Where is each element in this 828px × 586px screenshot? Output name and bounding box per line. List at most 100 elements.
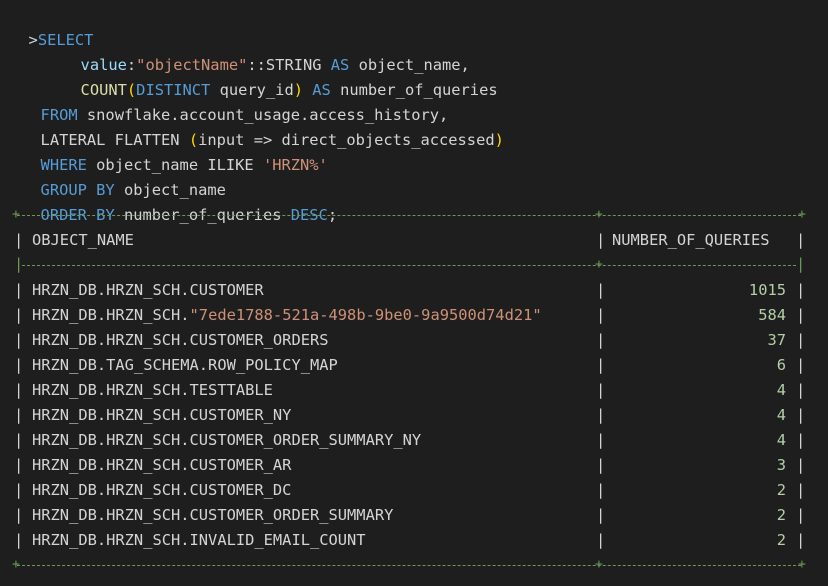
cell-object-name: HRZN_DB.TAG_SCHEMA.ROW_POLICY_MAP — [32, 353, 338, 378]
pipe-right: | — [796, 406, 806, 424]
pipe-mid: | — [596, 281, 606, 299]
close-paren: ) — [293, 81, 303, 99]
open-paren: ( — [188, 131, 199, 149]
pipe-mid: | — [596, 431, 606, 449]
table-row[interactable]: |HRZN_DB.HRZN_SCH.CUSTOMER_ORDER_SUMMARY… — [0, 503, 828, 528]
lateral-flatten: LATERAL FLATTEN — [40, 131, 189, 149]
query-line-6: WHERE object_name ILIKE 'HRZN%' — [22, 128, 328, 174]
value-token: value — [80, 56, 127, 74]
border-corner: + — [798, 207, 806, 222]
table-row[interactable]: | HRZN_DB.HRZN_SCH.INVALID_EMAIL_COUNT | 2 | — [0, 528, 828, 553]
pipe-right: | — [796, 431, 806, 449]
cell-object-name: HRZN_DB.HRZN_SCH.CUSTOMER_ORDERS — [32, 328, 329, 353]
prompt-symbol: > — [28, 31, 38, 49]
cell-object-name: HRZN_DB.HRZN_SCH.CUSTOMER_AR — [32, 453, 291, 478]
pipe-mid: | — [596, 231, 606, 249]
table-row[interactable]: |HRZN_DB.HRZN_SCH.CUSTOMER|1015| — [0, 278, 828, 303]
pipe-left: | — [14, 531, 24, 549]
pipe-left: | — [14, 456, 24, 474]
open-paren: ( — [126, 81, 137, 99]
header-object-name[interactable]: OBJECT_NAME — [32, 231, 134, 249]
pipe-mid: | — [596, 406, 606, 424]
pipe-right: | — [796, 231, 806, 249]
query-line-5: LATERAL FLATTEN (input => direct_objects… — [22, 103, 504, 149]
separator-pipe-left: | — [14, 255, 24, 273]
object-name-text: HRZN_DB.HRZN_SCH.INVALID_EMAIL_COUNT — [32, 531, 366, 549]
cell-number-of-queries: 6 — [776, 356, 786, 374]
pipe-mid: | — [596, 306, 606, 324]
cell-object-name: HRZN_DB.HRZN_SCH."7ede1788-521a-498b-9be… — [32, 303, 542, 328]
object-name-quoted: "7ede1788-521a-498b-9be0-9a9500d74d21" — [189, 306, 542, 324]
table-row[interactable]: |HRZN_DB.HRZN_SCH.CUSTOMER_ORDERS|37| — [0, 328, 828, 353]
table-top-border — [17, 215, 801, 216]
query-line-8: ORDER BY number_of_queries DESC; — [22, 178, 338, 224]
flatten-arg: input => direct_objects_accessed — [198, 131, 495, 149]
pipe-left: | — [14, 281, 24, 299]
query-line-7: GROUP BY object_name — [22, 153, 226, 199]
table-bottom-border — [17, 565, 801, 566]
separator-pipe-right: | — [796, 255, 806, 273]
as-keyword: AS — [303, 81, 331, 99]
query-line-4: FROM snowflake.account_usage.access_hist… — [22, 78, 449, 124]
cast-token: ::STRING — [247, 56, 331, 74]
alias-token: object_name, — [349, 56, 470, 74]
cell-number-of-queries: 3 — [776, 456, 786, 474]
table-row[interactable]: | HRZN_DB.HRZN_SCH.CUSTOMER_ORDER_SUMMARY… — [0, 428, 828, 453]
pipe-left: | — [14, 306, 24, 324]
object-name-text: HRZN_DB.HRZN_SCH.CUSTOMER_DC — [32, 481, 292, 499]
distinct-keyword: DISTINCT — [136, 81, 211, 99]
border-corner: + — [12, 207, 20, 222]
cell-number-of-queries: 4 — [776, 381, 786, 399]
pipe-left: | — [14, 381, 24, 399]
group-by-keyword: GROUP BY — [40, 181, 115, 199]
where-clause: object_name ILIKE — [86, 156, 263, 174]
select-keyword: SELECT — [37, 31, 94, 49]
from-source: snowflake.account_usage.access_history, — [77, 106, 449, 124]
header-separator — [22, 265, 796, 266]
border-junction: + — [595, 257, 603, 272]
cell-object-name: HRZN_DB.HRZN_SCH.TESTTABLE — [32, 378, 273, 403]
cell-number-of-queries: 4 — [776, 406, 786, 424]
pipe-right: | — [796, 456, 806, 474]
cell-object-name: HRZN_DB.HRZN_SCH.CUSTOMER_DC — [32, 478, 291, 503]
cell-object-name: HRZN_DB.HRZN_SCH.CUSTOMER_ORDER_SUMMARY_… — [32, 428, 421, 453]
pipe-mid: | — [596, 531, 606, 549]
header-number-of-queries[interactable]: NUMBER_OF_QUERIES — [612, 231, 770, 249]
object-name-text: HRZN_DB.HRZN_SCH.CUSTOMER — [32, 281, 264, 299]
cell-object-name: HRZN_DB.HRZN_SCH.CUSTOMER_NY — [32, 403, 291, 428]
close-paren: ) — [494, 131, 504, 149]
cell-number-of-queries: 584 — [758, 306, 786, 324]
pipe-mid: | — [596, 381, 606, 399]
cell-number-of-queries: 2 — [776, 531, 786, 549]
pipe-mid: | — [596, 481, 606, 499]
border-junction: + — [595, 207, 603, 222]
table-row[interactable]: |HRZN_DB.HRZN_SCH.CUSTOMER_DC|2| — [0, 478, 828, 503]
count-function: COUNT — [80, 81, 127, 99]
border-corner: + — [12, 557, 20, 572]
pipe-mid: | — [596, 456, 606, 474]
table-row[interactable]: | HRZN_DB.HRZN_SCH."7ede1788-521a-498b-9b… — [0, 303, 828, 328]
pipe-left: | — [14, 331, 24, 349]
pipe-right: | — [796, 531, 806, 549]
alias-token: number_of_queries — [330, 81, 498, 99]
cell-number-of-queries: 4 — [776, 431, 786, 449]
from-keyword: FROM — [40, 106, 78, 124]
border-junction: + — [595, 557, 603, 572]
colon-token: : — [126, 56, 137, 74]
object-name-text: HRZN_DB.HRZN_SCH.CUSTOMER_ORDERS — [32, 331, 329, 349]
query-line-2: value:"objectName"::STRING AS object_nam… — [62, 28, 470, 74]
pipe-right: | — [796, 306, 806, 324]
pipe-left: | — [14, 231, 24, 249]
pipe-mid: | — [596, 356, 606, 374]
table-row[interactable]: | HRZN_DB.HRZN_SCH.CUSTOMER_AR | 3 | — [0, 453, 828, 478]
table-row[interactable]: | HRZN_DB.HRZN_SCH.CUSTOMER_NY | 4 | — [0, 403, 828, 428]
table-row[interactable]: |HRZN_DB.HRZN_SCH.TESTTABLE|4| — [0, 378, 828, 403]
pipe-right: | — [796, 506, 806, 524]
object-name-text: HRZN_DB.HRZN_SCH.TESTTABLE — [32, 381, 273, 399]
table-row[interactable]: |HRZN_DB.TAG_SCHEMA.ROW_POLICY_MAP|6| — [0, 353, 828, 378]
pipe-left: | — [14, 406, 24, 424]
cell-object-name: HRZN_DB.HRZN_SCH.CUSTOMER — [32, 278, 264, 303]
object-name-text: HRZN_DB.TAG_SCHEMA.ROW_POLICY_MAP — [32, 356, 338, 374]
string-literal: "objectName" — [136, 56, 248, 74]
